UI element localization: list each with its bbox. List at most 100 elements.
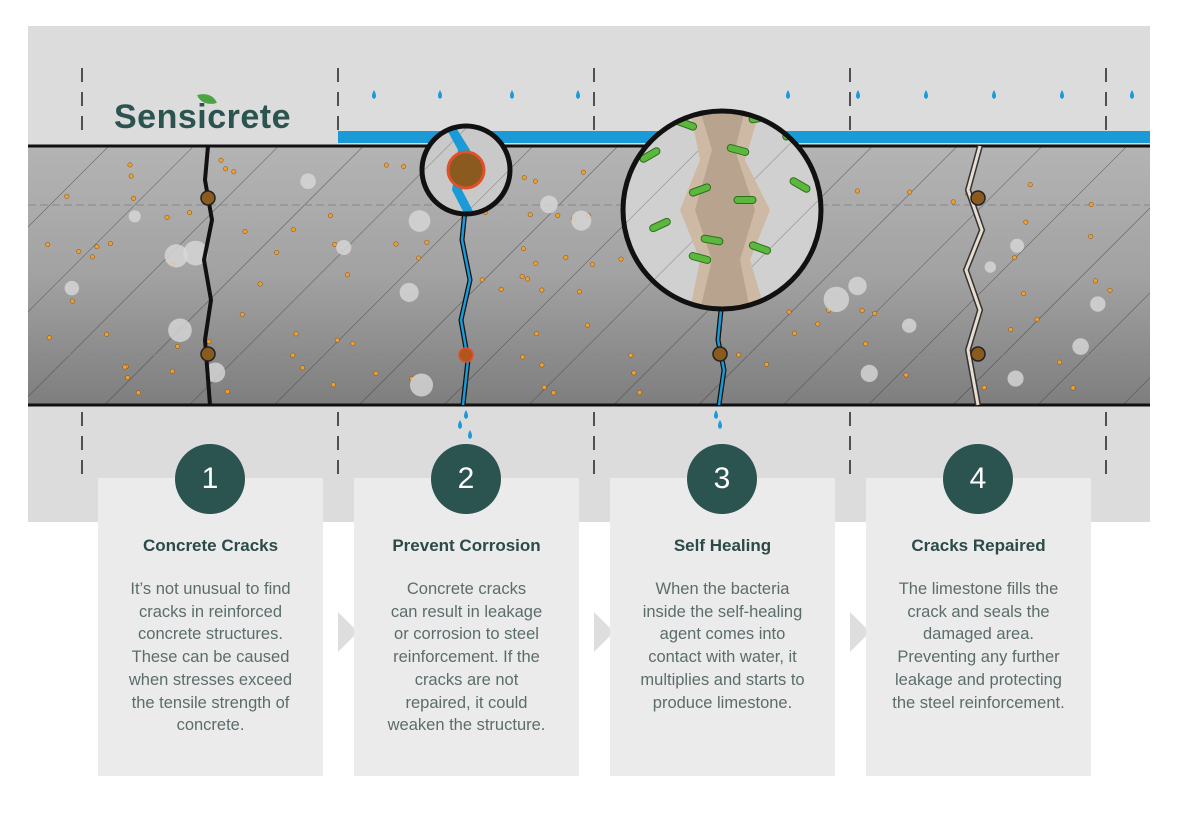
sand-particle — [206, 339, 212, 345]
description-line: leakage and protecting — [895, 670, 1062, 689]
water-drop-icon — [438, 90, 442, 99]
sand-particle — [590, 261, 595, 267]
step-title: Cracks Repaired — [911, 536, 1046, 555]
water-drop-icon — [458, 420, 462, 429]
gravel-particle — [205, 362, 226, 383]
description-line: contact with water, it — [648, 648, 797, 667]
sand-particle — [328, 213, 333, 219]
section-dividers — [81, 68, 1107, 478]
sand-particle — [231, 169, 237, 175]
sand-particle — [534, 331, 539, 337]
description-line: concrete structures. — [138, 625, 283, 644]
sand-particle — [1088, 233, 1094, 239]
bacterium-icon — [639, 147, 661, 163]
gravel-particle — [64, 280, 80, 296]
description-line: cracks in reinforced — [138, 602, 283, 621]
rebar-icon — [200, 190, 216, 206]
gravel-particle — [860, 364, 878, 383]
gravel-particle — [1010, 238, 1025, 253]
sand-particle — [527, 212, 533, 218]
bacterium-icon — [789, 177, 811, 193]
gravel-particle — [984, 261, 996, 273]
step-number-badge: 1 — [175, 444, 245, 514]
corroded-rebar — [446, 150, 486, 190]
sand-particle — [89, 254, 95, 260]
gravel-particle — [164, 244, 188, 268]
bacterium-icon — [700, 234, 724, 246]
water-drop-icon — [856, 90, 860, 99]
sand-particle — [350, 341, 356, 347]
sand-particle — [104, 331, 110, 337]
arrow-right-icon — [338, 612, 358, 652]
sand-particle — [580, 169, 586, 175]
sand-particle — [1027, 182, 1033, 188]
sand-particle — [577, 289, 582, 295]
sand-particle — [64, 193, 70, 199]
sand-particle — [257, 281, 263, 287]
step-title: Prevent Corrosion — [392, 536, 541, 555]
aggregate-particles — [45, 157, 1113, 397]
sand-particle — [551, 390, 557, 396]
sand-particle — [290, 352, 296, 358]
water-drop-icon — [1060, 90, 1064, 99]
water-drop-icon — [1130, 90, 1134, 99]
sand-particle — [521, 246, 526, 252]
description-line: produce limestone. — [652, 693, 793, 712]
water-drops — [372, 90, 1134, 439]
arrow-right-icon — [594, 612, 614, 652]
bacterium-icon — [649, 217, 671, 233]
sand-particle — [164, 214, 170, 220]
description-line: repaired, it could — [405, 693, 528, 712]
water-drop-icon — [372, 90, 376, 99]
bacterium-icon — [688, 252, 712, 264]
crack-1 — [201, 145, 215, 406]
water-drop-icon — [468, 430, 472, 439]
description-line: Preventing any further — [897, 648, 1060, 667]
sand-particle — [218, 157, 224, 163]
sand-particle — [618, 256, 624, 262]
description-line: when stresses exceed — [128, 670, 293, 689]
sand-particle — [393, 241, 399, 247]
water-drop-icon — [924, 90, 928, 99]
sand-particle — [539, 362, 545, 368]
sand-particle — [401, 164, 407, 169]
gravel-particle — [409, 373, 434, 397]
sand-particle — [45, 242, 51, 247]
gravel-particle — [300, 173, 316, 190]
step-number-badge: 4 — [943, 444, 1013, 514]
sand-particle — [763, 361, 769, 367]
description-line: When the bacteria — [655, 580, 790, 598]
rebar-icon — [712, 346, 728, 362]
sand-particle — [520, 354, 526, 360]
sand-particle — [907, 189, 913, 195]
rebar-icon — [970, 346, 986, 362]
sand-particle — [416, 255, 422, 261]
description-line: Concrete cracks — [406, 580, 527, 598]
description-line: concrete. — [176, 716, 245, 735]
description-line: inside the self-healing — [642, 602, 803, 621]
sand-particle — [903, 372, 909, 378]
sand-particle — [584, 322, 590, 328]
magnifier-bacteria — [620, 108, 824, 312]
sand-particle — [786, 309, 792, 315]
gravel-particle — [336, 240, 352, 256]
rebar-icon — [200, 346, 216, 362]
description-line: can result in leakage — [390, 602, 543, 621]
sand-particle — [373, 370, 379, 376]
sand-particle — [125, 375, 131, 381]
sand-particle — [950, 199, 956, 205]
sand-particle — [300, 365, 305, 371]
sand-particle — [334, 337, 340, 343]
sand-particle — [122, 364, 128, 370]
sand-particle — [274, 250, 280, 255]
description-line: The limestone fills the — [898, 580, 1059, 598]
sand-particle — [555, 213, 561, 218]
sand-particle — [131, 195, 136, 201]
sand-particle — [224, 389, 230, 395]
step-number-badge: 2 — [431, 444, 501, 514]
sand-particle — [854, 188, 860, 194]
sand-particle — [792, 330, 797, 336]
magnifier-corrosion — [419, 123, 513, 217]
sand-particle — [859, 308, 865, 313]
